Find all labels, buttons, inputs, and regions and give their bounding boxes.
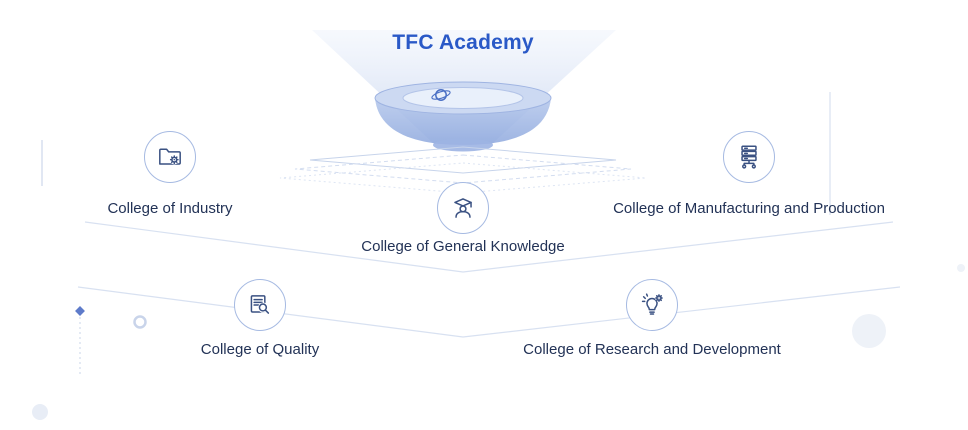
college-label: College of Research and Development [523, 341, 781, 358]
college-node-industry[interactable]: College of Industry [30, 131, 310, 217]
college-node-general-knowledge[interactable]: College of General Knowledge [323, 182, 603, 255]
college-node-research-development[interactable]: College of Research and Development [482, 279, 822, 358]
decor-lines [41, 92, 831, 374]
page-title: TFC Academy [392, 31, 534, 54]
college-label: College of General Knowledge [361, 238, 565, 255]
college-label: College of Industry [107, 200, 233, 217]
lightbulb-gear-icon [626, 279, 678, 331]
college-label: College of Quality [200, 341, 320, 358]
graduate-icon [437, 182, 489, 234]
server-network-icon [723, 131, 775, 183]
tier-edges [77, 221, 901, 338]
decor-shapes [32, 264, 965, 420]
college-node-quality[interactable]: College of Quality [120, 279, 400, 358]
college-label: College of Manufacturing and Production [613, 200, 885, 217]
funnel-cone [312, 30, 616, 152]
college-node-manufacturing[interactable]: College of Manufacturing and Production [579, 131, 919, 217]
globe-swirl-icon [431, 89, 451, 101]
document-search-icon [234, 279, 286, 331]
folder-gear-icon [144, 131, 196, 183]
